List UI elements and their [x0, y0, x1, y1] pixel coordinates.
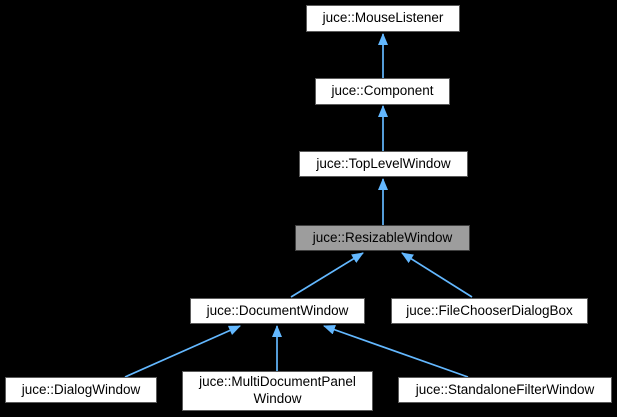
- node-juce-filechooserdialogbox[interactable]: juce::FileChooserDialogBox: [391, 298, 588, 324]
- node-juce-standalonefilterwindow[interactable]: juce::StandaloneFilterWindow: [398, 377, 612, 403]
- edge-documentwindow-to-resizablewindow: [290, 252, 364, 298]
- node-juce-dialogwindow[interactable]: juce::DialogWindow: [5, 377, 157, 403]
- node-juce-component[interactable]: juce::Component: [315, 78, 450, 105]
- node-juce-toplevelwindow[interactable]: juce::TopLevelWindow: [299, 151, 468, 177]
- node-juce-mouselistener[interactable]: juce::MouseListener: [306, 5, 460, 32]
- node-juce-resizablewindow: juce::ResizableWindow: [295, 225, 470, 251]
- node-juce-multidocumentpanelwindow[interactable]: juce::MultiDocumentPanel Window: [182, 371, 373, 411]
- edge-standalonefilterwindow-to-documentwindow: [323, 324, 469, 378]
- node-juce-documentwindow[interactable]: juce::DocumentWindow: [190, 298, 365, 324]
- edge-filechooserdialogbox-to-resizablewindow: [401, 252, 473, 298]
- edge-dialogwindow-to-documentwindow: [124, 325, 241, 378]
